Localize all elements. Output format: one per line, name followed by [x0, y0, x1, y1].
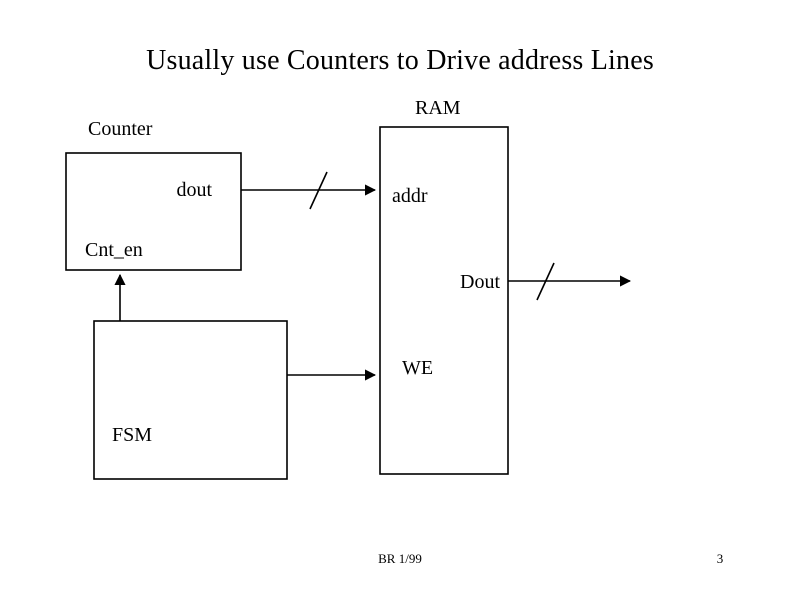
block-caption-fsm: FSM — [112, 424, 153, 446]
page-title: Usually use Counters to Drive address Li… — [146, 45, 654, 76]
port-label-counter-dout: dout — [176, 179, 212, 201]
footer-credit: BR 1/99 — [378, 551, 422, 566]
bus-slash-dout-icon — [536, 262, 555, 301]
bus-slash-addr-icon — [309, 171, 328, 210]
port-label-ram-we: WE — [402, 357, 434, 379]
block-fsm[interactable] — [93, 320, 288, 480]
port-label-ram-dout: Dout — [460, 271, 500, 293]
port-label-counter-cnt-en: Cnt_en — [85, 239, 143, 261]
block-counter[interactable] — [65, 152, 242, 271]
port-label-ram-addr: addr — [392, 185, 428, 207]
block-caption-counter: Counter — [88, 118, 153, 140]
block-caption-ram: RAM — [415, 97, 461, 119]
block-ram[interactable] — [379, 126, 509, 475]
footer-page-number: 3 — [716, 551, 724, 566]
